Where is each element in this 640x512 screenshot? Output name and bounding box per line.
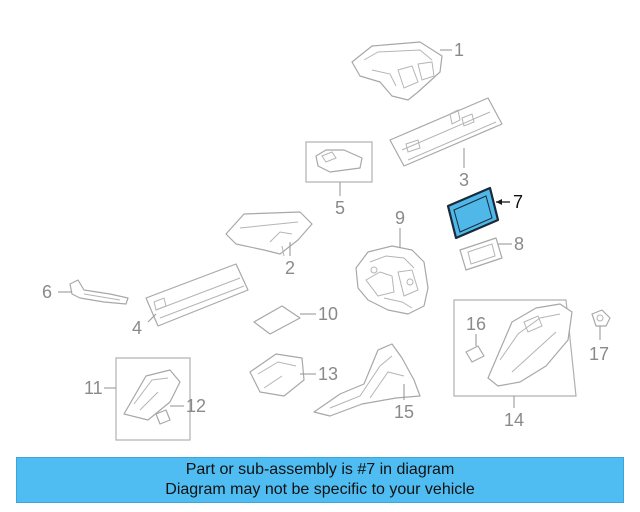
part-9-console-bracket bbox=[355, 228, 429, 315]
callout-9: 9 bbox=[395, 208, 405, 228]
callout-12: 12 bbox=[186, 396, 206, 416]
callout-3: 3 bbox=[459, 170, 469, 190]
part-8-switch-plate bbox=[459, 237, 512, 271]
part-4-lower-trim-panel bbox=[145, 263, 249, 327]
banner-line-2: Diagram may not be specific to your vehi… bbox=[165, 481, 475, 498]
part-15-console-side-panel bbox=[313, 343, 421, 417]
info-banner: Part or sub-assembly is #7 in diagram Di… bbox=[16, 457, 624, 503]
part-1-dash-vent-bezel bbox=[351, 41, 452, 101]
part-3-trim-panel bbox=[389, 97, 503, 168]
callout-11: 11 bbox=[84, 378, 103, 398]
callout-14: 14 bbox=[504, 410, 524, 430]
callout-4: 4 bbox=[132, 318, 142, 338]
callout-8: 8 bbox=[514, 234, 524, 254]
part-5-cover-box bbox=[305, 141, 373, 196]
part-16-clip bbox=[465, 334, 485, 363]
callout-17: 17 bbox=[589, 344, 609, 364]
part-12-clip bbox=[155, 405, 184, 425]
callout-16: 16 bbox=[466, 314, 486, 334]
callout-2: 2 bbox=[285, 258, 295, 278]
callout-5: 5 bbox=[335, 198, 345, 218]
callout-10: 10 bbox=[318, 304, 338, 324]
part-6-rod-bracket bbox=[58, 279, 129, 305]
parts-diagram: 1 3 5 7 8 bbox=[42, 40, 611, 441]
part-7-highlighted-panel bbox=[446, 186, 510, 240]
callout-13: 13 bbox=[318, 364, 338, 384]
callout-6: 6 bbox=[42, 282, 52, 302]
callout-1: 1 bbox=[454, 40, 464, 60]
callout-15: 15 bbox=[394, 402, 414, 422]
part-17-plug bbox=[591, 309, 611, 340]
callout-7: 7 bbox=[513, 192, 523, 212]
part-10-pad bbox=[253, 305, 316, 335]
part-2-duct bbox=[225, 211, 313, 257]
part-13-storage-bin bbox=[249, 353, 316, 397]
banner-line-1: Part or sub-assembly is #7 in diagram bbox=[185, 461, 455, 478]
part-14-console-assembly bbox=[453, 299, 577, 408]
part-11-glovebox-assembly bbox=[104, 357, 191, 441]
